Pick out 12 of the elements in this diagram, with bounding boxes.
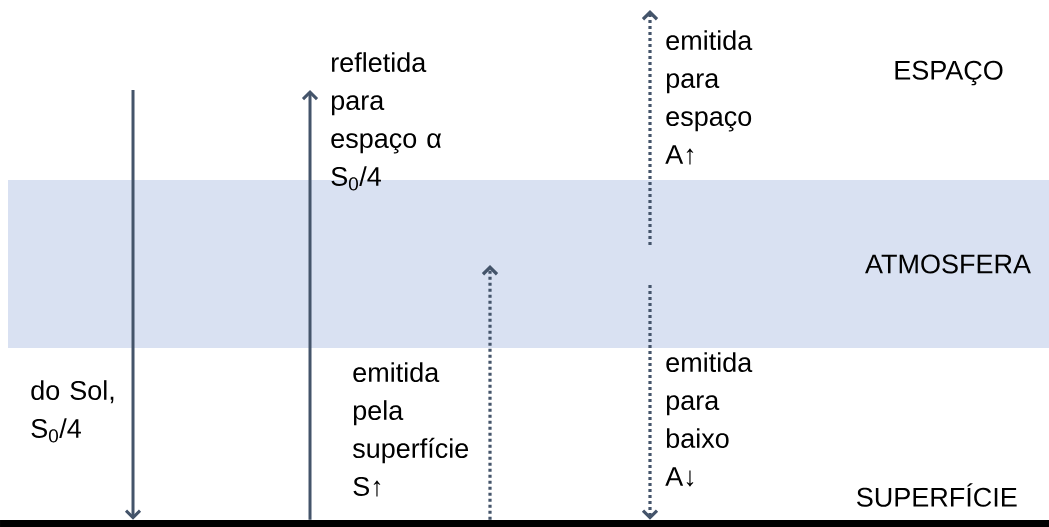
- arrow: [641, 285, 659, 520]
- edge-label: emitida para espaço A↑: [665, 30, 753, 165]
- edge-label: emitida pela superfície S↑: [352, 362, 469, 497]
- arrow: [301, 90, 319, 520]
- edge-label: do Sol, S$_{0}$/4: [31, 380, 114, 443]
- arrow: [481, 265, 499, 520]
- edge-label: refletida para espaço α S$_{0}$/4: [331, 52, 442, 191]
- arrow: [641, 10, 659, 245]
- region-label: SUPERFÍCIE: [857, 483, 1017, 507]
- edge-label: emitida para baixo A↓: [665, 352, 753, 487]
- arrow: [124, 90, 142, 520]
- region-label: ESPAÇO: [895, 60, 1003, 86]
